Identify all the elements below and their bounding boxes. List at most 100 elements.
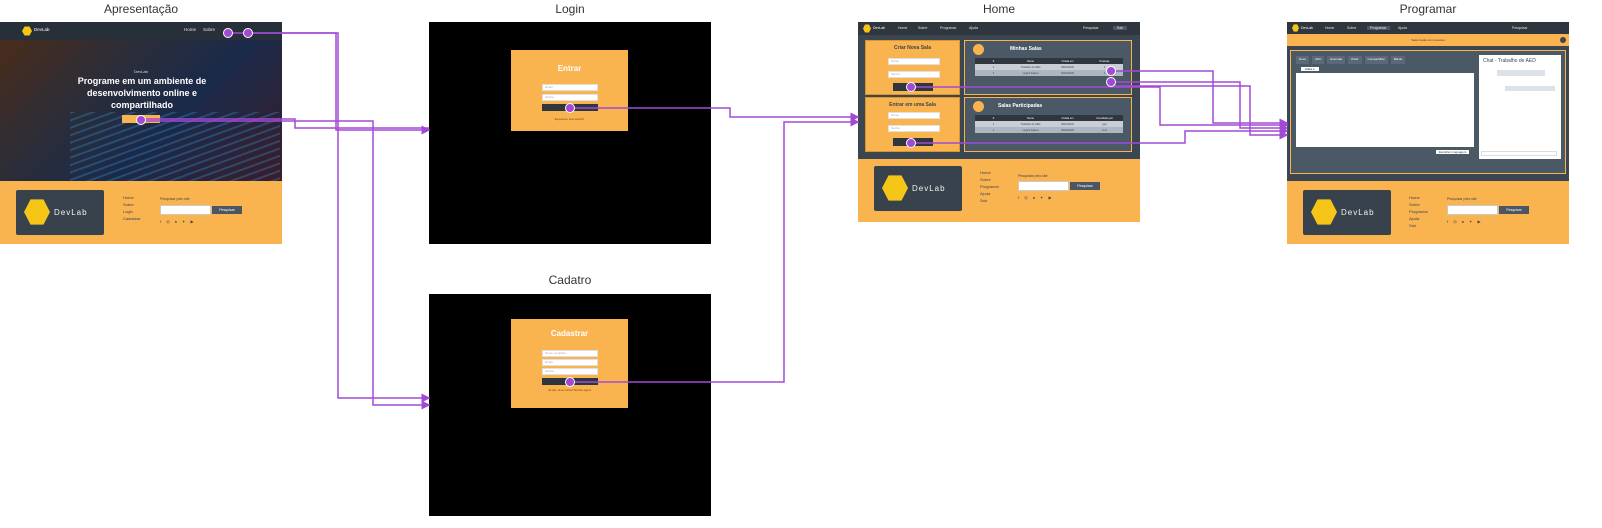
cadastro-card: Cadastrar Nome completo Email Senha Já t… [511, 319, 628, 408]
login-card: Entrar Email Senha Esqueceu sua senha? [511, 50, 628, 131]
home-footer-search-button[interactable]: Pesquisar [1070, 182, 1100, 190]
footer-logo-hex-icon [24, 199, 50, 225]
home-footer-search-label: Pesquisar pelo site [1018, 174, 1048, 178]
prog-nav-home[interactable]: Home [1325, 26, 1335, 30]
footer-social-icons[interactable]: f ◎ ♠ ✦ ▶ [160, 219, 196, 224]
footer-link-cadastrar[interactable]: Cadastrar [123, 216, 141, 221]
frame-title-cadastro: Cadatro [548, 273, 592, 287]
cadastro-password-input[interactable]: Senha [542, 368, 598, 375]
footer-logo: DevLab [16, 190, 104, 235]
home-footer-link-programar[interactable]: Programar [980, 184, 999, 189]
joined-rooms-icon [973, 101, 984, 112]
joined-rooms-header: # [992, 116, 995, 120]
prog-footer-social-icons[interactable]: f ◎ ♠ ✦ ▶ [1447, 219, 1483, 224]
cadastro-email-input[interactable]: Email [542, 359, 598, 366]
home-nav-home[interactable]: Home [898, 26, 908, 30]
home-footer-link-sobre[interactable]: Sobre [980, 177, 991, 182]
language-select[interactable]: Escolher Linguagem [1436, 150, 1470, 154]
home-nav-brand[interactable]: DevLab [873, 26, 886, 30]
home-nav-programar[interactable]: Programar [940, 26, 957, 30]
prog-nav-sobre[interactable]: Sobre [1347, 26, 1357, 30]
notice-close-icon[interactable] [1560, 37, 1566, 43]
toolbar-parar-button[interactable]: Parar [1348, 56, 1362, 64]
prog-nav-ajuda[interactable]: Ajuda [1398, 26, 1407, 30]
chat-message [1497, 70, 1545, 76]
prog-footer-link-programar[interactable]: Programar [1409, 209, 1428, 214]
prog-footer-link-sobre[interactable]: Sobre [1409, 202, 1420, 207]
nav-home[interactable]: Home [184, 27, 197, 32]
my-rooms-icon [973, 44, 984, 55]
footer-search-input[interactable] [160, 205, 211, 215]
frame-title-login: Login [555, 2, 585, 16]
join-room-password-input[interactable]: Senha [888, 125, 940, 132]
prog-search[interactable]: Pesquisar [1512, 26, 1528, 30]
prog-nav-brand[interactable]: DevLab [1301, 26, 1314, 30]
toolbar-executar-button[interactable]: Executar [1327, 56, 1346, 64]
footer-logo-text: DevLab [54, 208, 88, 217]
brand-name: DevLab [34, 27, 50, 32]
editor-toolbar: Novo Abrir Executar Parar Compartilhar B… [1296, 56, 1476, 64]
nav-sobre[interactable]: Sobre [203, 27, 216, 32]
footer-link-home[interactable]: Home [123, 195, 134, 200]
hero-text: Programe em um ambiente de desenvolvimen… [77, 76, 207, 110]
home-logout-button[interactable]: Sair [1113, 26, 1128, 30]
prog-notice-bar: Sala criada com sucesso [1287, 34, 1569, 46]
table-cell: 2 [992, 71, 995, 75]
home-footer-logo: DevLab [874, 166, 962, 211]
prog-footer-logo-hex-icon [1311, 199, 1337, 225]
prog-footer-search-label: Pesquisar pelo site [1447, 197, 1477, 201]
home-footer-link-ajuda[interactable]: Ajuda [980, 191, 991, 196]
joined-rooms-header: Nome [1027, 116, 1034, 120]
apres-navbar: DevLab Home Sobre [0, 22, 282, 40]
join-room-name-input[interactable]: Nome [888, 112, 940, 119]
file-tab[interactable]: index.c [1301, 67, 1319, 71]
footer-link-sobre[interactable]: Sobre [123, 202, 134, 207]
home-search[interactable]: Pesquisar [1083, 26, 1099, 30]
toolbar-novo-button[interactable]: Novo [1296, 56, 1310, 64]
home-nav-sobre[interactable]: Sobre [918, 26, 928, 30]
home-footer-link-home[interactable]: Home [980, 170, 991, 175]
prog-footer-link-ajuda[interactable]: Ajuda [1409, 216, 1420, 221]
my-rooms-header: Nome [1027, 59, 1034, 63]
table-cell: 2 [1103, 65, 1106, 69]
prog-nav-programar[interactable]: Programar [1367, 26, 1390, 30]
home-nav-ajuda[interactable]: Ajuda [969, 26, 978, 30]
create-room-password-input[interactable]: Senha [888, 71, 940, 78]
home-footer-logo-hex-icon [882, 175, 908, 201]
home-footer-link-sair[interactable]: Sair [980, 198, 988, 203]
chat-message [1505, 86, 1555, 91]
table-cell: 28/04/2020 [1061, 122, 1074, 126]
prog-footer-link-home[interactable]: Home [1409, 195, 1420, 200]
toolbar-baixar-button[interactable]: Baixar [1390, 56, 1406, 64]
footer-search-button[interactable]: Pesquisar [212, 206, 242, 214]
screen-home: DevLab Home Sobre Programar Ajuda Pesqui… [858, 22, 1140, 222]
chat-input[interactable] [1481, 151, 1557, 156]
frame-title-home: Home [982, 2, 1015, 16]
home-footer-social-icons[interactable]: f ◎ ♠ ✦ ▶ [1018, 195, 1054, 200]
table-cell: Luiz [1102, 128, 1107, 132]
home-footer-logo-text: DevLab [912, 184, 946, 193]
toolbar-abrir-button[interactable]: Abrir [1312, 56, 1325, 64]
footer-link-login[interactable]: Login [123, 209, 133, 214]
login-password-input[interactable]: Senha [542, 94, 598, 101]
toolbar-compartilhar-button[interactable]: Compartilhar [1364, 56, 1388, 64]
login-forgot-link[interactable]: Esqueceu sua senha? [554, 117, 585, 121]
prog-footer-search-button[interactable]: Pesquisar [1499, 206, 1529, 214]
create-room-name-input[interactable]: Nome [888, 58, 940, 65]
login-email-input[interactable]: Email [542, 84, 598, 91]
code-editor[interactable] [1296, 73, 1474, 147]
prog-footer-link-sair[interactable]: Sair [1409, 223, 1417, 228]
prog-footer-search-input[interactable] [1447, 205, 1498, 215]
connector-dot [223, 28, 233, 38]
cadastro-login-link[interactable]: Já tem uma conta? Entrar agora [547, 388, 592, 392]
cadastro-name-input[interactable]: Nome completo [542, 350, 598, 357]
connector-dot [565, 377, 575, 387]
home-footer-search-input[interactable] [1018, 181, 1069, 191]
